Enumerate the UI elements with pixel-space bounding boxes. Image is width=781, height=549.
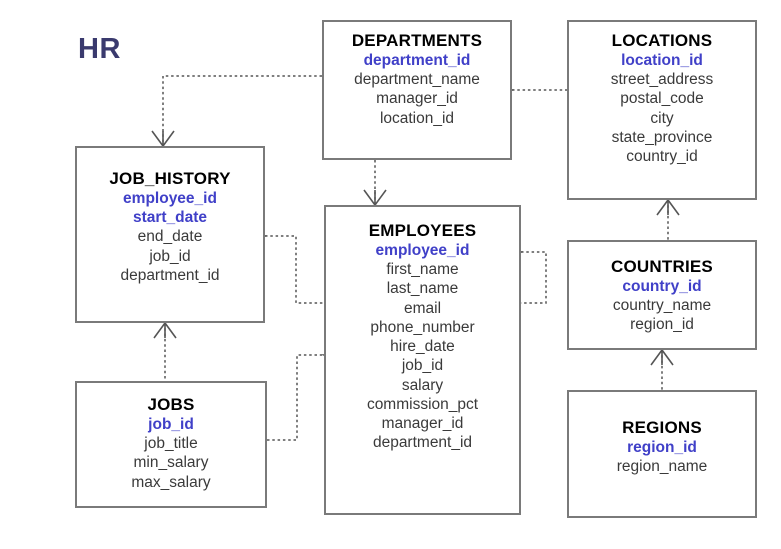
relationship-line (265, 235, 324, 304)
pk-attribute-jobs-job_id: job_id (148, 416, 194, 433)
crows-foot-icon (363, 189, 387, 208)
crows-foot-icon (650, 347, 674, 366)
entity-name-regions: REGIONS (622, 418, 702, 437)
attribute-jobs-min_salary: min_salary (133, 454, 209, 472)
attribute-countries-country_name: country_name (612, 297, 712, 315)
diagram-title: HR (78, 33, 121, 65)
relationship-departments-to-job-history[interactable] (151, 75, 322, 149)
relationship-line (521, 251, 547, 304)
attribute-job_history-end_date: end_date (137, 228, 203, 246)
pk-attribute-job_history-start_date: start_date (132, 209, 208, 227)
entity-name-locations: LOCATIONS (611, 31, 713, 50)
attribute-departments-location_id: location_id (379, 109, 455, 127)
attribute-employees-email: email (403, 299, 442, 317)
attribute-employees-first_name: first_name (386, 261, 459, 279)
attribute-departments-department_name: department_name (354, 71, 480, 89)
attribute-locations-city: city (650, 109, 674, 127)
pk-attribute-regions-region_id: region_id (627, 439, 697, 456)
relationship-countries-to-regions[interactable] (650, 347, 674, 390)
attribute-jobs-max_salary: max_salary (131, 473, 211, 491)
pk-attribute-departments-department_id: department_id (363, 52, 471, 69)
entity-name-countries: COUNTRIES (611, 257, 713, 276)
attribute-countries-region_id: region_id (630, 316, 694, 334)
entity-name-employees: EMPLOYEES (368, 221, 477, 240)
attribute-employees-phone_number: phone_number (370, 318, 475, 336)
relationship-line (162, 75, 322, 146)
attribute-regions-region_name: region_name (616, 458, 708, 476)
entity-regions[interactable]: REGIONS region_id region_name (567, 390, 757, 518)
attribute-job_history-department_id: department_id (120, 266, 220, 284)
pk-attribute-job_history-employee_id: employee_id (123, 190, 217, 207)
attribute-employees-commission_pct: commission_pct (366, 395, 479, 413)
pk-attribute-employees-employee_id: employee_id (375, 242, 470, 259)
attribute-locations-state_province: state_province (611, 128, 713, 146)
attribute-employees-hire_date: hire_date (390, 338, 455, 356)
attribute-employees-manager_id: manager_id (381, 414, 464, 432)
entity-name-job_history: JOB_HISTORY (109, 169, 231, 188)
attribute-locations-country_id: country_id (626, 148, 698, 166)
attribute-employees-salary: salary (401, 376, 444, 394)
relationship-locations-to-countries[interactable] (656, 197, 680, 240)
pk-attribute-countries-country_id: country_id (622, 278, 702, 295)
relationship-job-history-to-jobs[interactable] (153, 320, 177, 381)
entity-name-jobs: JOBS (147, 395, 195, 414)
attribute-employees-last_name: last_name (386, 280, 459, 298)
attribute-locations-street_address: street_address (610, 71, 714, 89)
crows-foot-icon (153, 320, 177, 339)
relationship-line (267, 354, 324, 441)
entity-name-departments: DEPARTMENTS (351, 31, 483, 50)
attribute-job_history-job_id: job_id (149, 247, 191, 265)
pk-attribute-locations-location_id: location_id (621, 52, 703, 69)
crows-foot-icon (151, 130, 175, 149)
relationship-departments-to-employees[interactable] (363, 160, 387, 208)
attribute-locations-postal_code: postal_code (620, 90, 704, 108)
attribute-employees-department_id: department_id (372, 434, 473, 452)
attribute-jobs-job_title: job_title (144, 435, 198, 453)
attribute-departments-manager_id: manager_id (376, 90, 458, 108)
attribute-employees-job_id: job_id (401, 357, 444, 375)
crows-foot-icon (656, 197, 680, 216)
